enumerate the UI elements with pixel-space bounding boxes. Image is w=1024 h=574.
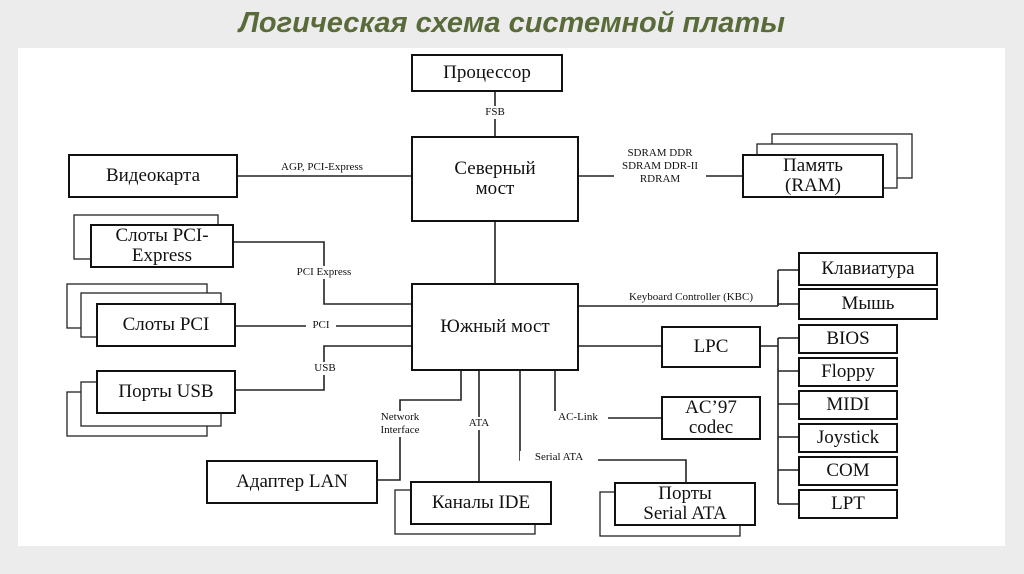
lpc-label: LPC [693,336,729,357]
edge-label-agp: AGP, PCI-Express [276,161,368,174]
floppy-label: Floppy [821,361,875,382]
edge-label-pci-express: PCI Express [286,266,362,279]
joystick-label: Joystick [816,427,880,448]
usb-ports-box: Порты USB [96,370,236,414]
com-label: COM [826,460,870,481]
pci-slots-box: Слоты PCI [96,303,236,347]
memory-label: Память (RAM) [783,155,843,196]
sata-ports-box: Порты Serial ATA [614,482,756,526]
sata-ports-label: Порты Serial ATA [643,483,727,524]
south-bridge-label: Южный мост [440,316,550,337]
edge-label-ac-link: AC-Link [548,411,608,424]
edge-label-fsb: FSB [477,106,513,119]
cpu-label: Процессор [443,62,531,83]
edge-kbc-bus [777,280,798,306]
lpt-box: LPT [798,489,898,519]
edge-label-network: Network Interface [364,411,436,437]
floppy-box: Floppy [798,357,898,387]
lpt-label: LPT [831,493,865,514]
midi-box: MIDI [798,390,898,420]
mouse-box: Мышь [798,288,938,320]
edge-label-memory-types: SDRAM DDR SDRAM DDR-II RDRAM [614,147,706,186]
edge-label-pci: PCI [306,319,336,332]
ide-channels-label: Каналы IDE [431,492,531,513]
bios-box: BIOS [798,324,898,354]
pci-express-slots-label: Слоты PCI-Express [115,225,209,266]
ac97-box: AC’97 codec [661,396,761,440]
edge-label-usb: USB [310,362,340,375]
north-bridge-label: Северный мост [454,158,536,199]
keyboard-box: Клавиатура [798,252,938,286]
bios-label: BIOS [826,328,870,349]
video-card-label: Видеокарта [105,165,201,186]
memory-box: Память (RAM) [742,154,884,198]
edge-label-serial-ata: Serial ATA [520,451,598,464]
midi-label: MIDI [826,394,870,415]
page-title: Логическая схема системной платы [239,7,785,39]
ac97-label: AC’97 codec [685,397,737,438]
ide-channels-box: Каналы IDE [410,481,552,525]
edge-label-ata: ATA [462,417,496,430]
usb-ports-label: Порты USB [118,381,214,402]
video-card-box: Видеокарта [68,154,238,198]
lpc-box: LPC [661,326,761,368]
north-bridge-box: Северный мост [411,136,579,222]
cpu-box: Процессор [411,54,563,92]
edge-network [378,370,462,481]
edge-label-kbc: Keyboard Controller (KBC) [622,291,760,304]
lan-adapter-box: Адаптер LAN [206,460,378,504]
joystick-box: Joystick [798,423,898,453]
keyboard-label: Клавиатура [821,258,915,279]
pci-slots-label: Слоты PCI [122,314,210,335]
pci-express-slots-box: Слоты PCI-Express [90,224,234,268]
diagram-canvas: Процессор Северный мост Видеокарта Памят… [18,48,1005,546]
com-box: COM [798,456,898,486]
south-bridge-box: Южный мост [411,283,579,371]
lan-adapter-label: Адаптер LAN [236,471,348,492]
edge-serial-ata [519,370,687,484]
mouse-label: Мышь [841,293,895,314]
